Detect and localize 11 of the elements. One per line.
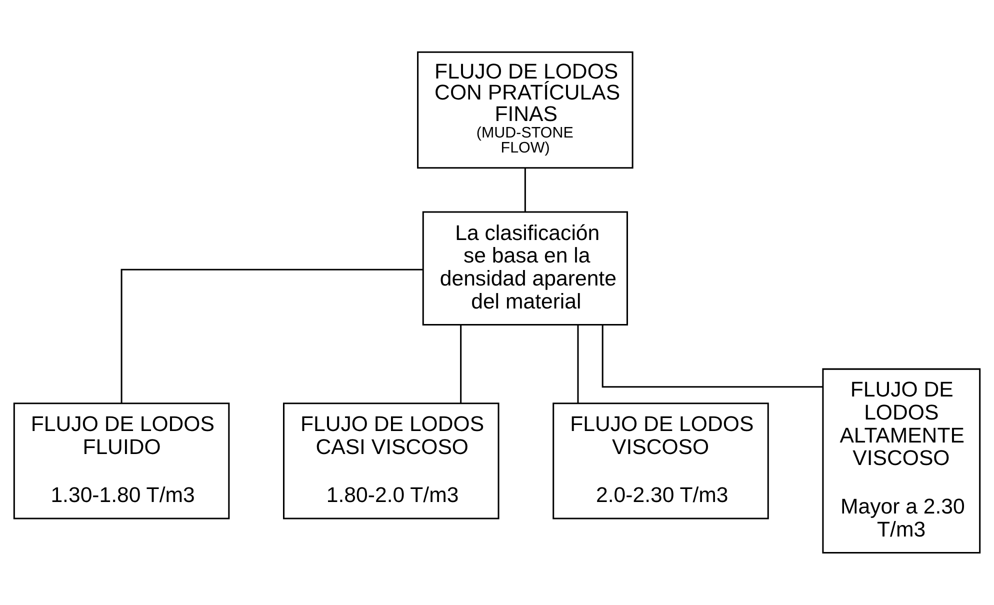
connector: [120, 268, 423, 403]
connector: [602, 324, 823, 388]
connector: [524, 168, 526, 212]
node-box: La clasificación se basa en la densidad aparente del material: [422, 211, 628, 326]
node-box: FLUJO DE LODOS FLUIDO 1.30-1.80 T/m3: [13, 402, 230, 520]
node-box: FLUJO DE LODOS VISCOSO 2.0-2.30 T/m3: [552, 402, 769, 520]
connector: [577, 325, 579, 404]
node-box: FLUJO DE LODOS CASI VISCOSO 1.80-2.0 T/m3: [283, 402, 500, 520]
node-box: FLUJO DE LODOS CON PRATÍCULAS FINAS (MUD-STONE FLOW): [417, 51, 634, 169]
connector: [460, 325, 462, 404]
node-box: FLUJO DE LODOS ALTAMENTE VISCOSO Mayor a 2.30 T/m3: [822, 368, 981, 554]
